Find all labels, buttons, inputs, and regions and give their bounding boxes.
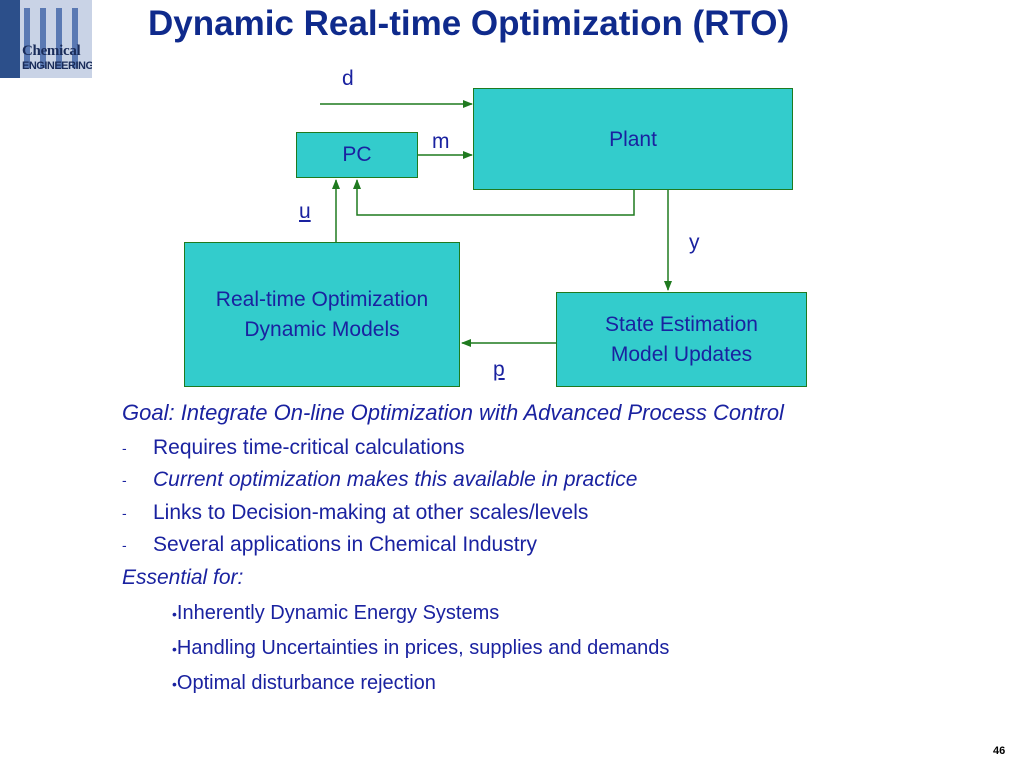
bullet-text: Links to Decision-making at other scales… — [153, 501, 589, 524]
sub-bullet-text: Inherently Dynamic Energy Systems — [176, 602, 500, 624]
logo-column — [40, 8, 46, 68]
bullet-text: Requires time-critical calculations — [153, 436, 465, 459]
bullet-item: - Requires time-critical calculations — [122, 436, 465, 460]
goal-statement: Goal: Integrate On-line Optimization wit… — [122, 400, 784, 425]
logo-column — [56, 8, 62, 68]
sub-bullet-dot: • — [172, 641, 177, 657]
signal-label-u: u — [299, 200, 311, 223]
logo-text-engineering: ENGINEERING — [22, 60, 92, 72]
state-label-line1: State Estimation — [605, 312, 758, 336]
rto-label-line1: Real-time Optimization — [215, 287, 429, 311]
signal-label-y: y — [689, 231, 700, 254]
logo-building-band — [0, 0, 20, 78]
sub-bullet-dot: • — [172, 676, 177, 692]
sub-bullet-item: •Inherently Dynamic Energy Systems — [172, 602, 499, 625]
bullet-dash: - — [122, 537, 127, 554]
sub-bullet-item: •Optimal disturbance rejection — [172, 672, 436, 695]
page-number: 46 — [993, 745, 1006, 757]
signal-label-p: p — [493, 358, 505, 381]
bullet-dash: - — [122, 440, 127, 457]
slide-title: Dynamic Real-time Optimization (RTO) — [148, 4, 790, 43]
pc-box: PC — [296, 132, 418, 178]
bullet-item: - Current optimization makes this availab… — [122, 468, 637, 492]
logo-text-chemical: Chemical — [22, 43, 81, 59]
state-estimation-box: State Estimation Model Updates — [556, 292, 807, 387]
rto-label-line2: Dynamic Models — [244, 317, 400, 341]
bullet-dash: - — [122, 472, 127, 489]
bullet-item: - Several applications in Chemical Indust… — [122, 533, 537, 557]
bullet-text: Current optimization makes this availabl… — [153, 468, 638, 491]
state-label-line2: Model Updates — [610, 342, 753, 366]
plant-label: Plant — [609, 128, 657, 151]
chemical-engineering-logo: Chemical ENGINEERING — [0, 0, 92, 78]
logo-column — [24, 8, 30, 68]
signal-label-d: d — [342, 67, 354, 90]
sub-bullet-dot: • — [172, 606, 177, 622]
arrow-plant-feedback-to-pc — [353, 179, 635, 216]
sub-bullet-item: •Handling Uncertainties in prices, suppl… — [172, 637, 669, 660]
sub-bullet-text: Handling Uncertainties in prices, suppli… — [176, 637, 670, 659]
logo-column — [72, 8, 78, 68]
bullet-text: Several applications in Chemical Industr… — [153, 533, 538, 556]
plant-box: Plant — [473, 88, 793, 190]
bullet-dash: - — [122, 505, 127, 522]
essential-heading: Essential for: — [122, 566, 244, 589]
bullet-item: - Links to Decision-making at other scale… — [122, 501, 588, 525]
rto-box: Real-time Optimization Dynamic Models — [184, 242, 460, 387]
pc-label: PC — [342, 143, 372, 166]
signal-label-m: m — [432, 130, 450, 153]
sub-bullet-text: Optimal disturbance rejection — [176, 672, 436, 694]
